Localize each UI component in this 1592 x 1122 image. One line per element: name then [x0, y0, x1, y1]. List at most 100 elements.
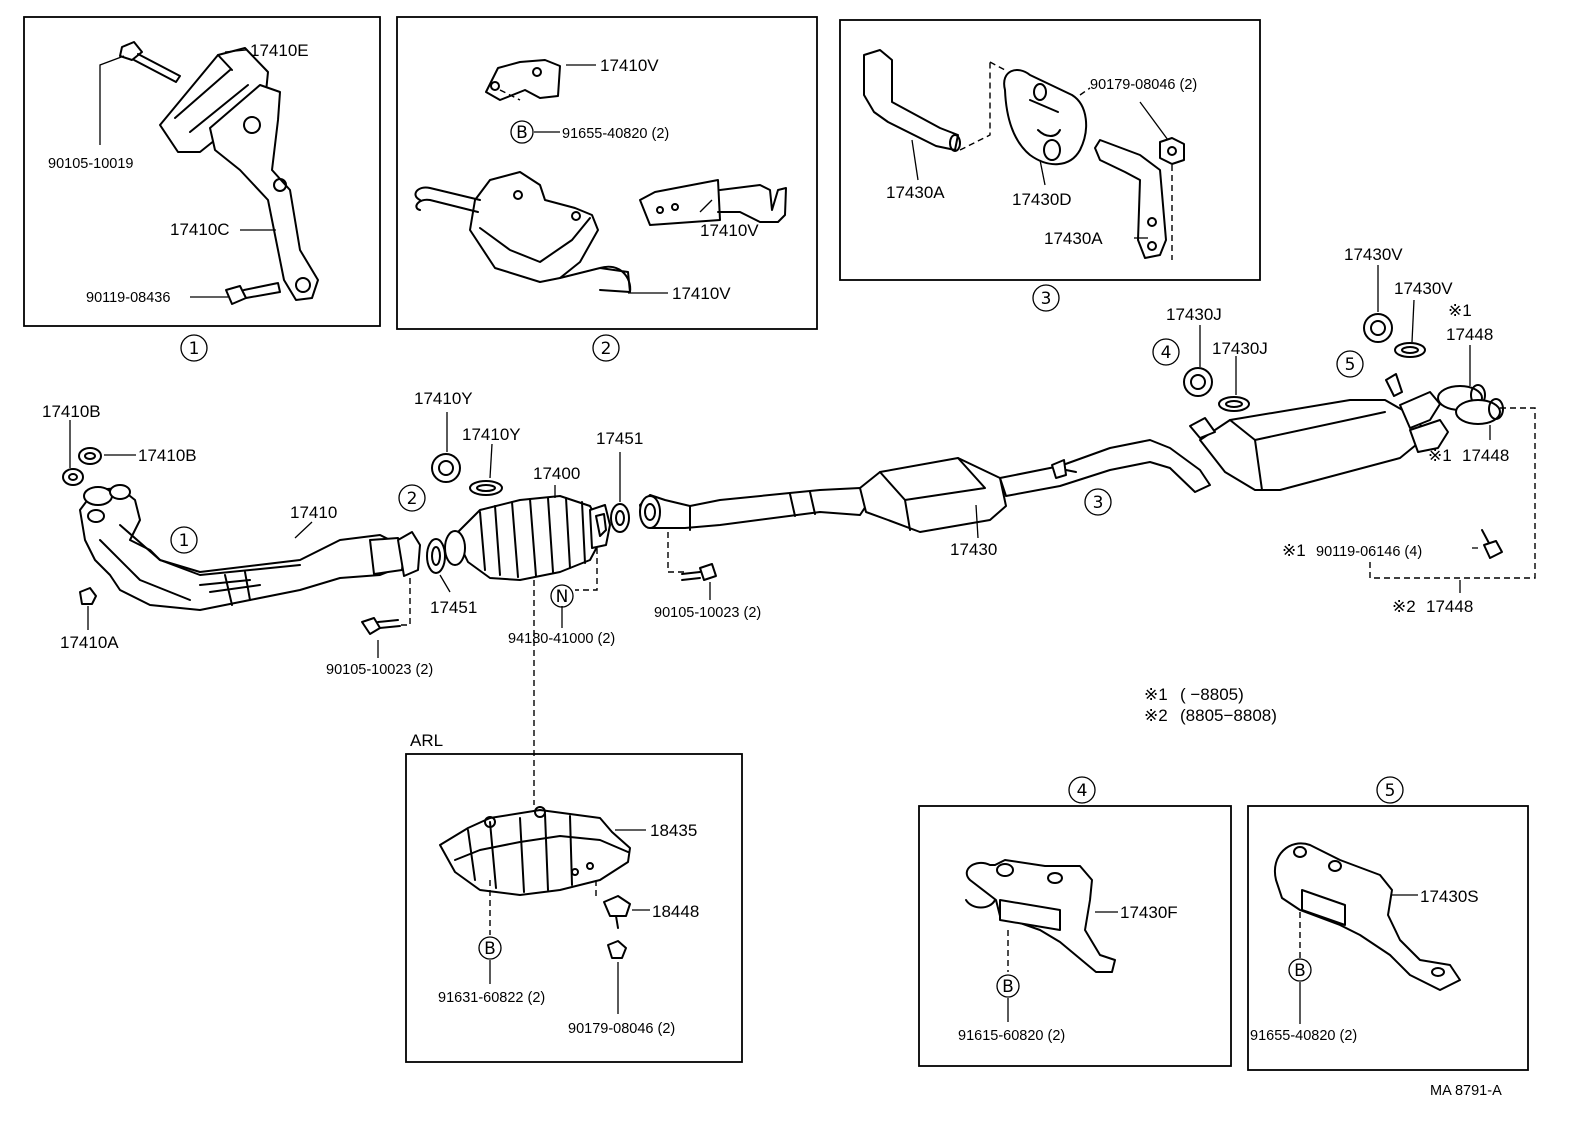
note-1-range: ( −8805) — [1180, 685, 1244, 704]
label-17430a-left: 17430A — [886, 183, 945, 202]
svg-text:B: B — [1294, 961, 1306, 981]
svg-text:B: B — [516, 123, 528, 143]
label-17430j-lower: 17430J — [1212, 339, 1268, 358]
label-17410v-bottom: 17410V — [672, 284, 731, 303]
bracket-17410e-drawing — [159, 47, 319, 301]
label-17451-right: 17451 — [596, 429, 643, 448]
nut-90179-08046-arl-drawing — [607, 940, 627, 959]
note-1-mark: ※1 — [1144, 685, 1168, 704]
exhaust-manifold-pipe-17410-drawing — [79, 484, 405, 611]
label-17430j-upper: 17430J — [1166, 305, 1222, 324]
detail-box-5 — [1247, 805, 1529, 1071]
label-90105-10023-right: 90105-10023 (2) — [654, 605, 761, 621]
detail-box-4 — [918, 805, 1232, 1067]
label-90179-08046-arl: 90179-08046 (2) — [568, 1021, 675, 1037]
marker-n: N — [550, 584, 574, 608]
hanger-rod-17430a-left-drawing — [863, 49, 961, 152]
label-17410v-top: 17410V — [600, 56, 659, 75]
bracket-17430s-drawing — [1273, 842, 1461, 991]
label-18435: 18435 — [650, 821, 697, 840]
callout-2-box: 2 — [592, 334, 620, 362]
label-17410b-right: 17410B — [138, 446, 197, 465]
svg-text:B: B — [484, 939, 496, 959]
label-17400: 17400 — [533, 464, 580, 483]
label-17430d: 17430D — [1012, 190, 1072, 209]
label-17410c: 17410C — [170, 220, 230, 239]
hanger-rod-17430a-right-drawing — [1094, 139, 1167, 259]
label-17448-bottom: 17448 — [1426, 597, 1473, 616]
rubber-mount-17430d-drawing — [1003, 69, 1088, 166]
bolt-90105-10023-left-drawing — [361, 617, 401, 635]
nut-90179-08046-drawing — [1159, 137, 1185, 165]
svg-text:4: 4 — [1161, 343, 1172, 363]
label-17410y-right: 17410Y — [462, 425, 521, 444]
callout-5-box: 5 — [1376, 776, 1404, 804]
label-17410e: 17410E — [250, 41, 309, 60]
label-mark1-mid: ※1 — [1428, 446, 1452, 465]
center-muffler-17430-drawing — [859, 439, 1211, 533]
callout-2-main: 2 — [398, 484, 426, 512]
label-mark1-top: ※1 — [1448, 301, 1472, 320]
svg-text:B: B — [1002, 977, 1014, 997]
front-pipe-drawing — [639, 487, 871, 531]
svg-text:5: 5 — [1345, 355, 1356, 375]
svg-text:1: 1 — [189, 339, 200, 359]
label-mark1-bolt: ※1 — [1282, 541, 1306, 560]
callout-3-box: 3 — [1032, 284, 1060, 312]
label-17430a-right: 17430A — [1044, 229, 1103, 248]
bracket-18448-drawing — [603, 895, 631, 929]
tail-muffler-drawing — [1189, 373, 1504, 491]
label-17410v-right: 17410V — [700, 221, 759, 240]
label-17410: 17410 — [290, 503, 337, 522]
heat-insulator-18435-drawing — [439, 806, 631, 896]
svg-text:2: 2 — [407, 489, 418, 509]
bolt-90119-06146-drawing — [1481, 529, 1503, 559]
hanger-17410v-top-drawing — [485, 59, 561, 101]
detail-box-arl — [405, 753, 743, 1063]
label-91655-40820-box2: 91655-40820 (2) — [562, 126, 669, 142]
label-17430s: 17430S — [1420, 887, 1479, 906]
gaskets-17430j-17430v-drawing — [1183, 313, 1426, 412]
label-17448-mid: 17448 — [1462, 446, 1509, 465]
label-mark2-bottom: ※2 — [1392, 597, 1416, 616]
flange-gaskets-17451-17410y-drawing — [397, 453, 630, 577]
marker-b-box5: B — [1288, 958, 1312, 982]
svg-text:2: 2 — [601, 339, 612, 359]
label-90105-10019: 90105-10019 — [48, 156, 133, 172]
callout-5-main: 5 — [1336, 350, 1364, 378]
label-91631-60822: 91631-60822 (2) — [438, 990, 545, 1006]
label-17448-top: 17448 — [1446, 325, 1493, 344]
reference-code: MA 8791-A — [1430, 1083, 1502, 1099]
svg-text:3: 3 — [1093, 493, 1104, 513]
detail-box-2 — [396, 16, 818, 330]
label-17451-left: 17451 — [430, 598, 477, 617]
svg-text:N: N — [556, 587, 569, 607]
note-2-range: (8805−8808) — [1180, 706, 1277, 725]
bolt-90119-08436-drawing — [225, 282, 281, 305]
label-17430v-upper: 17430V — [1344, 245, 1403, 264]
svg-text:5: 5 — [1385, 781, 1396, 801]
callout-1-main: 1 — [170, 526, 198, 554]
bracket-17430f-drawing — [965, 859, 1116, 973]
label-90119-06146: 90119-06146 (4) — [1316, 544, 1422, 560]
marker-b-box2: B — [510, 120, 534, 144]
label-17430v-lower: 17430V — [1394, 279, 1453, 298]
heat-shield-17410v-drawing — [414, 171, 632, 293]
label-17430: 17430 — [950, 540, 997, 559]
label-90179-08046-box3: 90179-08046 (2) — [1090, 77, 1197, 93]
svg-text:3: 3 — [1041, 289, 1052, 309]
label-17410b-left: 17410B — [42, 402, 101, 421]
label-91655-40820-box5: 91655-40820 (2) — [1250, 1028, 1357, 1044]
callout-1-box: 1 — [180, 334, 208, 362]
marker-b-arl: B — [478, 936, 502, 960]
label-91615-60820: 91615-60820 (2) — [958, 1028, 1065, 1044]
svg-text:4: 4 — [1077, 781, 1088, 801]
nut-17410a-drawing — [79, 587, 97, 605]
svg-text:1: 1 — [179, 531, 190, 551]
label-18448: 18448 — [652, 902, 699, 921]
catalytic-converter-17400-drawing — [444, 495, 611, 581]
callout-4-box: 4 — [1068, 776, 1096, 804]
label-90119-08436: 90119-08436 — [86, 290, 170, 306]
label-94180-41000: 94180-41000 (2) — [508, 631, 615, 647]
